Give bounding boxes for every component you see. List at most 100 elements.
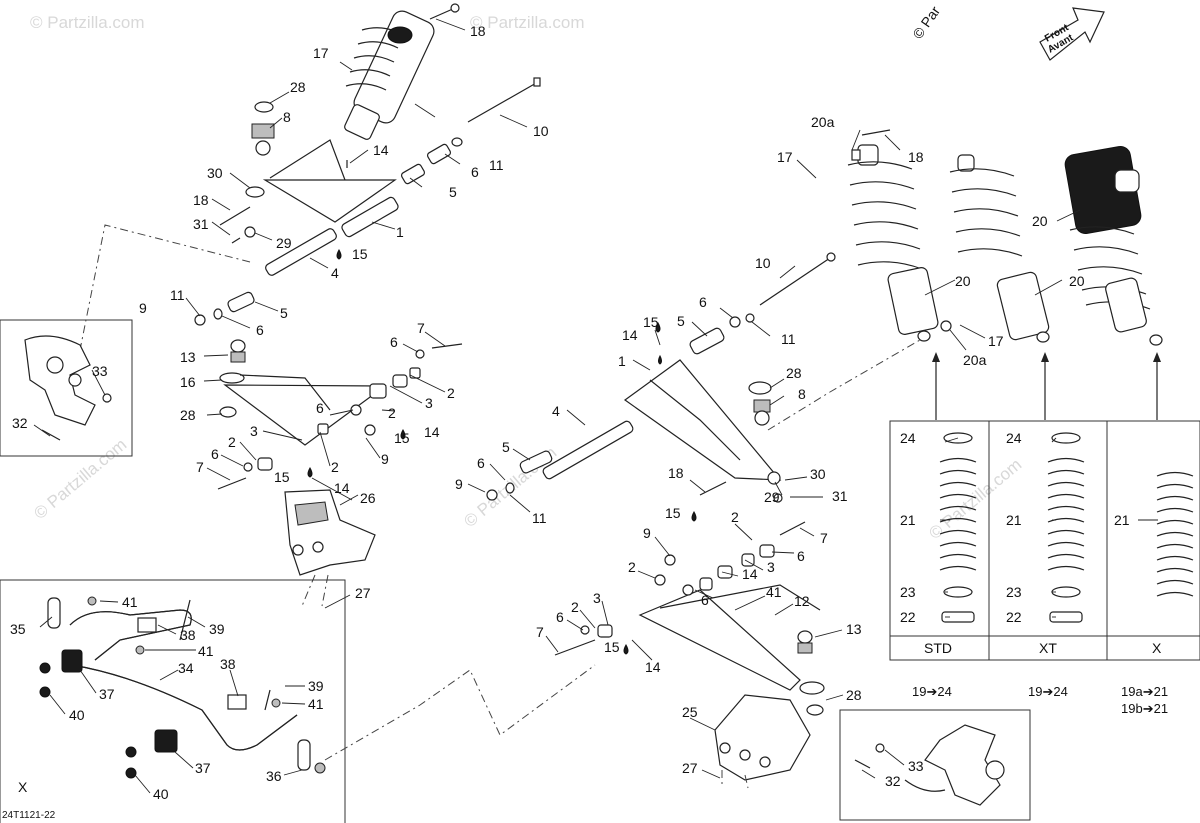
table-row-label: 23 [1006,584,1022,600]
callout: 28 [180,407,196,423]
dash-link-left [79,224,251,351]
lower-left-a-arm-assembly [217,339,463,490]
callout: 20 [1069,273,1085,289]
center-lower-a-arm [554,510,825,716]
table-row-label: 22 [900,609,916,625]
watermark: © Partzilla.com [30,13,145,32]
dash-link-swaybar [324,664,596,761]
center-upper-a-arm [486,252,836,503]
callout: 38 [220,656,236,672]
callout: 33 [908,758,924,774]
callout: 30 [810,466,826,482]
callout: 31 [832,488,848,504]
callout: 5 [502,439,510,455]
callout: 26 [360,490,376,506]
callout: 20a [811,114,835,130]
callout: 29 [764,489,780,505]
callout: 1 [396,224,404,240]
callout: 14 [742,566,758,582]
upper-left-a-arm-assembly [194,3,541,326]
callout: 15 [665,505,681,521]
table-header-std: STD [924,640,952,656]
callout: 3 [767,559,775,575]
dash-link-center [767,339,921,431]
callout: 14 [645,659,661,675]
left-skid-plate [284,489,376,607]
callout: 31 [193,216,209,232]
callout: 6 [699,294,707,310]
callout: 9 [643,525,651,541]
callout: 41 [198,643,214,659]
callout: 5 [449,184,457,200]
callout: 9 [381,451,389,467]
callout: 28 [846,687,862,703]
table-header-xt: XT [1039,640,1057,656]
callout: 11 [532,510,547,526]
table-row-label: 21 [900,512,916,528]
callout: 35 [10,621,26,637]
callout: 12 [794,593,810,609]
callout: 17 [988,333,1004,349]
right-shock-absorbers [847,129,1163,420]
callout: 28 [786,365,802,381]
callout: 2 [331,459,339,475]
watermark: © Partzilla.com [470,13,585,32]
callout: 41 [308,696,324,712]
callout: 9 [139,300,147,316]
callout: 2 [228,434,236,450]
callout: 8 [798,386,806,402]
callout: 18 [668,465,684,481]
callout: 29 [276,235,292,251]
table-row-label: 21 [1006,512,1022,528]
callout: 8 [283,109,291,125]
table-header-x: X [1152,640,1162,656]
callout: 39 [209,621,225,637]
callout: 28 [290,79,306,95]
callout: 17 [313,45,329,61]
callout: 9 [455,476,463,492]
callout: 37 [195,760,211,776]
callout: 18 [470,23,486,39]
callout: 7 [820,530,828,546]
callout: 37 [99,686,115,702]
callout: 33 [92,363,108,379]
callout: 39 [308,678,324,694]
callout: 16 [180,374,196,390]
shock-table-labels: 24 21 23 22 24 21 23 22 21 STD XT X 19➔2… [900,430,1168,716]
callout: 15 [643,314,659,330]
callout: 6 [211,446,219,462]
table-footer-std: 19➔24 [912,684,952,699]
callout: 3 [250,423,258,439]
table-row-label: 24 [1006,430,1022,446]
callout: 30 [207,165,223,181]
callout: 6 [316,400,324,416]
callout: 6 [701,592,709,608]
callout: 15 [352,246,368,262]
callout-labels: 18 17 28 8 10 14 6 11 30 5 1 18 31 29 15… [10,23,1085,802]
callout: 20 [1032,213,1048,229]
callout: 34 [178,660,194,676]
callout: 6 [256,322,264,338]
callout: 4 [552,403,560,419]
table-row-label: 23 [900,584,916,600]
callout: 3 [425,395,433,411]
callout: 6 [477,455,485,471]
x-shock [1064,145,1163,346]
callout: 41 [766,584,782,600]
callout: 18 [193,192,209,208]
callout: 2 [628,559,636,575]
table-footer-x-a: 19a➔21 [1121,684,1168,699]
callout: 20 [955,273,971,289]
callout: 14 [622,327,638,343]
callout: 15 [604,639,620,655]
center-skid-plate [714,694,811,789]
callout: 7 [536,624,544,640]
callout: 15 [394,430,410,446]
callout: 1 [618,353,626,369]
callout: 15 [274,469,290,485]
copyright-brand: © Par [909,3,943,42]
callout: 14 [373,142,389,158]
callout: 40 [153,786,169,802]
callout: 13 [180,349,196,365]
